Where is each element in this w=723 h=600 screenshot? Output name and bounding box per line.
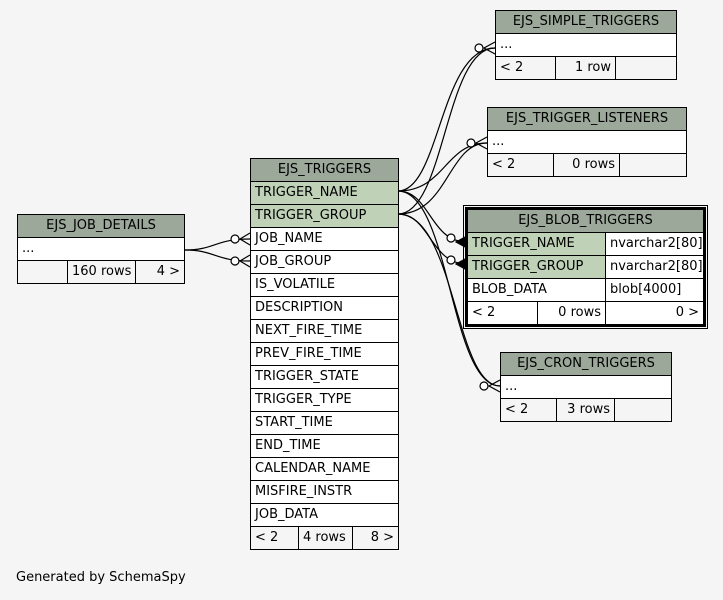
- footer-parents[interactable]: < 2: [501, 399, 557, 421]
- column-row[interactable]: BLOB_DATA blob[4000]: [468, 279, 703, 302]
- crowfoot-listeners-circle: [466, 138, 476, 148]
- edge-job-group: [184, 249, 251, 262]
- column-row[interactable]: DESCRIPTION: [251, 297, 398, 320]
- placeholder-row: ...: [496, 34, 676, 57]
- footer-row-count: 0 rows: [554, 154, 620, 176]
- edge-simple-triggers-2: [397, 47, 496, 215]
- footer-parents[interactable]: < 2: [468, 302, 538, 324]
- column-name: BLOB_DATA: [468, 279, 606, 301]
- footer-row-count: 4 rows: [299, 527, 353, 549]
- footer-parents[interactable]: < 2: [496, 57, 556, 79]
- footer-row-count: 1 row: [556, 57, 616, 79]
- column-row[interactable]: CALENDAR_NAME: [251, 458, 398, 481]
- table-footer: < 2 4 rows 8 >: [251, 527, 398, 549]
- column-row[interactable]: TRIGGER_GROUP: [251, 205, 398, 228]
- table-footer: < 2 1 row: [496, 57, 676, 79]
- column-row[interactable]: START_TIME: [251, 412, 398, 435]
- footer-children[interactable]: 4 >: [156, 264, 180, 279]
- edge-cron-triggers-2: [397, 213, 501, 387]
- crowfoot-job-group-circle: [230, 256, 240, 266]
- column-name: TRIGGER_GROUP: [468, 256, 606, 278]
- column-row[interactable]: TRIGGER_NAME: [251, 182, 398, 205]
- crowfoot-cron: [487, 379, 501, 393]
- footer-children[interactable]: [620, 154, 686, 176]
- crowfoot-blob-name-circle: [446, 233, 456, 243]
- table-header[interactable]: EJS_TRIGGERS: [251, 159, 398, 182]
- table-footer: < 2 0 rows: [488, 154, 686, 176]
- column-row[interactable]: JOB_DATA: [251, 504, 398, 527]
- column-row[interactable]: PREV_FIRE_TIME: [251, 343, 398, 366]
- table-header[interactable]: EJS_TRIGGER_LISTENERS: [488, 108, 686, 131]
- column-row[interactable]: JOB_GROUP: [251, 251, 398, 274]
- column-row[interactable]: END_TIME: [251, 435, 398, 458]
- placeholder-row: ...: [18, 238, 184, 261]
- column-type: nvarchar2[80]: [606, 233, 703, 255]
- column-row[interactable]: JOB_NAME: [251, 228, 398, 251]
- footer-children[interactable]: [616, 57, 676, 79]
- column-row[interactable]: NEXT_FIRE_TIME: [251, 320, 398, 343]
- column-row[interactable]: TRIGGER_STATE: [251, 366, 398, 389]
- edge-trigger-listeners-2: [397, 142, 488, 215]
- footer-parents[interactable]: < 2: [251, 527, 299, 549]
- column-type: blob[4000]: [610, 282, 682, 297]
- crowfoot-blob-group-circle: [446, 255, 456, 265]
- table-header[interactable]: EJS_CRON_TRIGGERS: [501, 353, 671, 376]
- crowfoot-listeners: [474, 136, 488, 150]
- table-header[interactable]: EJS_BLOB_TRIGGERS: [468, 210, 703, 233]
- placeholder-row: ...: [501, 376, 671, 399]
- table-ejs-cron-triggers[interactable]: EJS_CRON_TRIGGERS ... < 2 3 rows: [500, 352, 672, 422]
- column-row[interactable]: TRIGGER_GROUP nvarchar2[80]: [468, 256, 703, 279]
- column-row[interactable]: MISFIRE_INSTR: [251, 481, 398, 504]
- footer-children[interactable]: 8 >: [370, 530, 394, 545]
- crowfoot-job-name: [238, 232, 251, 246]
- table-ejs-job-details[interactable]: EJS_JOB_DETAILS ... 160 rows 4 >: [17, 214, 185, 284]
- column-row[interactable]: TRIGGER_NAME nvarchar2[80]: [468, 233, 703, 256]
- footer-row-count: 0 rows: [538, 302, 606, 324]
- edge-job-name: [184, 238, 251, 251]
- crowfoot-job-name-circle: [230, 234, 240, 244]
- crowfoot-simple-circle: [474, 43, 484, 53]
- footer-children[interactable]: [615, 399, 671, 421]
- edge-blob-group: [397, 213, 468, 265]
- crowfoot-cron-circle: [479, 381, 489, 391]
- column-row[interactable]: TRIGGER_TYPE: [251, 389, 398, 412]
- footer-children[interactable]: 0 >: [675, 305, 699, 320]
- table-header[interactable]: EJS_SIMPLE_TRIGGERS: [496, 11, 676, 34]
- table-footer: < 2 0 rows 0 >: [468, 302, 703, 324]
- table-ejs-triggers[interactable]: EJS_TRIGGERS TRIGGER_NAME TRIGGER_GROUP …: [250, 158, 399, 550]
- placeholder-row: ...: [488, 131, 686, 154]
- table-header[interactable]: EJS_JOB_DETAILS: [18, 215, 184, 238]
- column-name: TRIGGER_NAME: [468, 233, 606, 255]
- generated-by-text: Generated by SchemaSpy: [16, 570, 186, 585]
- table-footer: < 2 3 rows: [501, 399, 671, 421]
- table-ejs-blob-triggers[interactable]: EJS_BLOB_TRIGGERS TRIGGER_NAME nvarchar2…: [463, 205, 708, 329]
- column-type: nvarchar2[80]: [606, 256, 703, 278]
- footer-row-count: 3 rows: [557, 399, 615, 421]
- column-row[interactable]: IS_VOLATILE: [251, 274, 398, 297]
- table-ejs-trigger-listeners[interactable]: EJS_TRIGGER_LISTENERS ... < 2 0 rows: [487, 107, 687, 177]
- edge-simple-triggers: [397, 47, 496, 192]
- footer-parents[interactable]: [18, 261, 68, 283]
- footer-row-count: 160 rows: [68, 261, 136, 283]
- table-ejs-simple-triggers[interactable]: EJS_SIMPLE_TRIGGERS ... < 2 1 row: [495, 10, 677, 80]
- crowfoot-job-group: [238, 254, 251, 268]
- table-footer: 160 rows 4 >: [18, 261, 184, 283]
- footer-parents[interactable]: < 2: [488, 154, 554, 176]
- crowfoot-simple: [482, 41, 496, 55]
